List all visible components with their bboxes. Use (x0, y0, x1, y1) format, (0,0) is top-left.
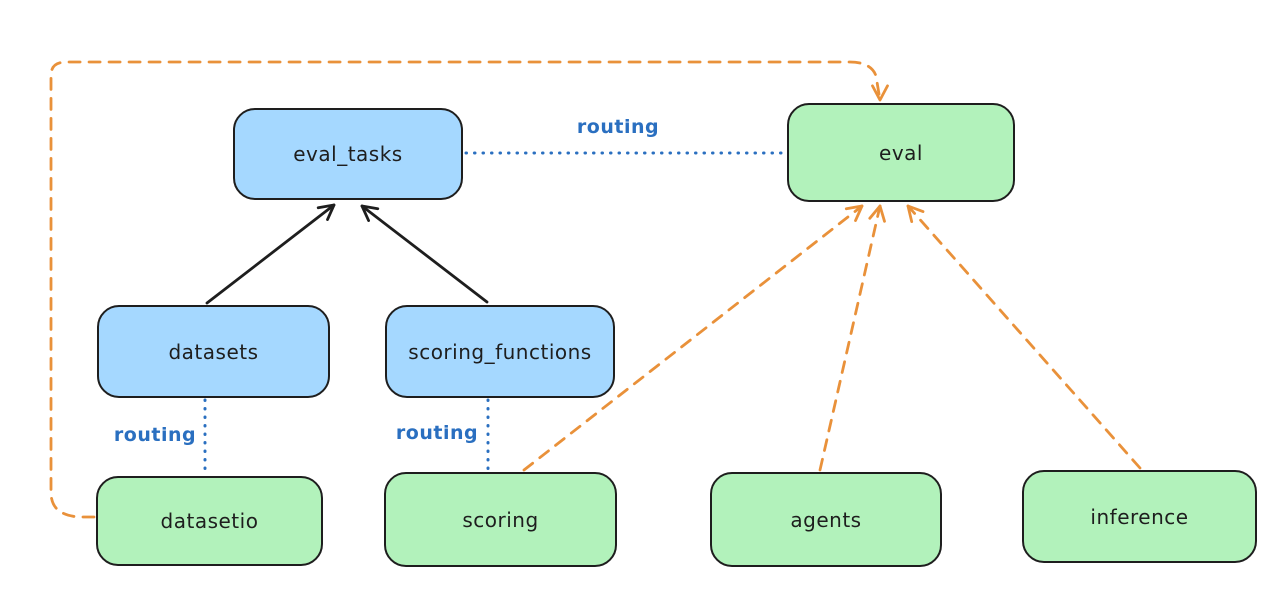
node-eval-label: eval (879, 140, 923, 165)
node-datasetio: datasetio (96, 476, 323, 566)
routing-label-datasets-datasetio: routing (113, 424, 197, 446)
edge-datasets-to-eval-tasks (205, 203, 336, 305)
node-datasets-label: datasets (168, 339, 259, 364)
routing-label-scoring-functions-scoring: routing (395, 422, 479, 444)
node-agents-label: agents (790, 507, 862, 532)
edge-agents-to-eval (818, 204, 886, 472)
node-scoring: scoring (384, 472, 617, 567)
node-scoring-label: scoring (462, 507, 539, 532)
node-eval-tasks: eval_tasks (233, 108, 463, 200)
edge-inference-to-eval (906, 204, 1142, 470)
node-datasets: datasets (97, 305, 330, 398)
edge-scoring-functions-to-eval-tasks (360, 204, 489, 304)
node-scoring-functions-label: scoring_functions (408, 339, 592, 364)
node-datasetio-label: datasetio (160, 509, 259, 533)
node-scoring-functions: scoring_functions (385, 305, 615, 398)
edge-datasetio-to-eval (49, 60, 889, 519)
node-inference-label: inference (1090, 504, 1189, 529)
node-inference: inference (1022, 470, 1257, 563)
node-eval-tasks-label: eval_tasks (293, 142, 403, 166)
node-eval: eval (787, 103, 1015, 202)
edge-scoring-to-eval (522, 204, 864, 472)
node-agents: agents (710, 472, 942, 567)
routing-label-eval-tasks-eval: routing (576, 116, 660, 138)
